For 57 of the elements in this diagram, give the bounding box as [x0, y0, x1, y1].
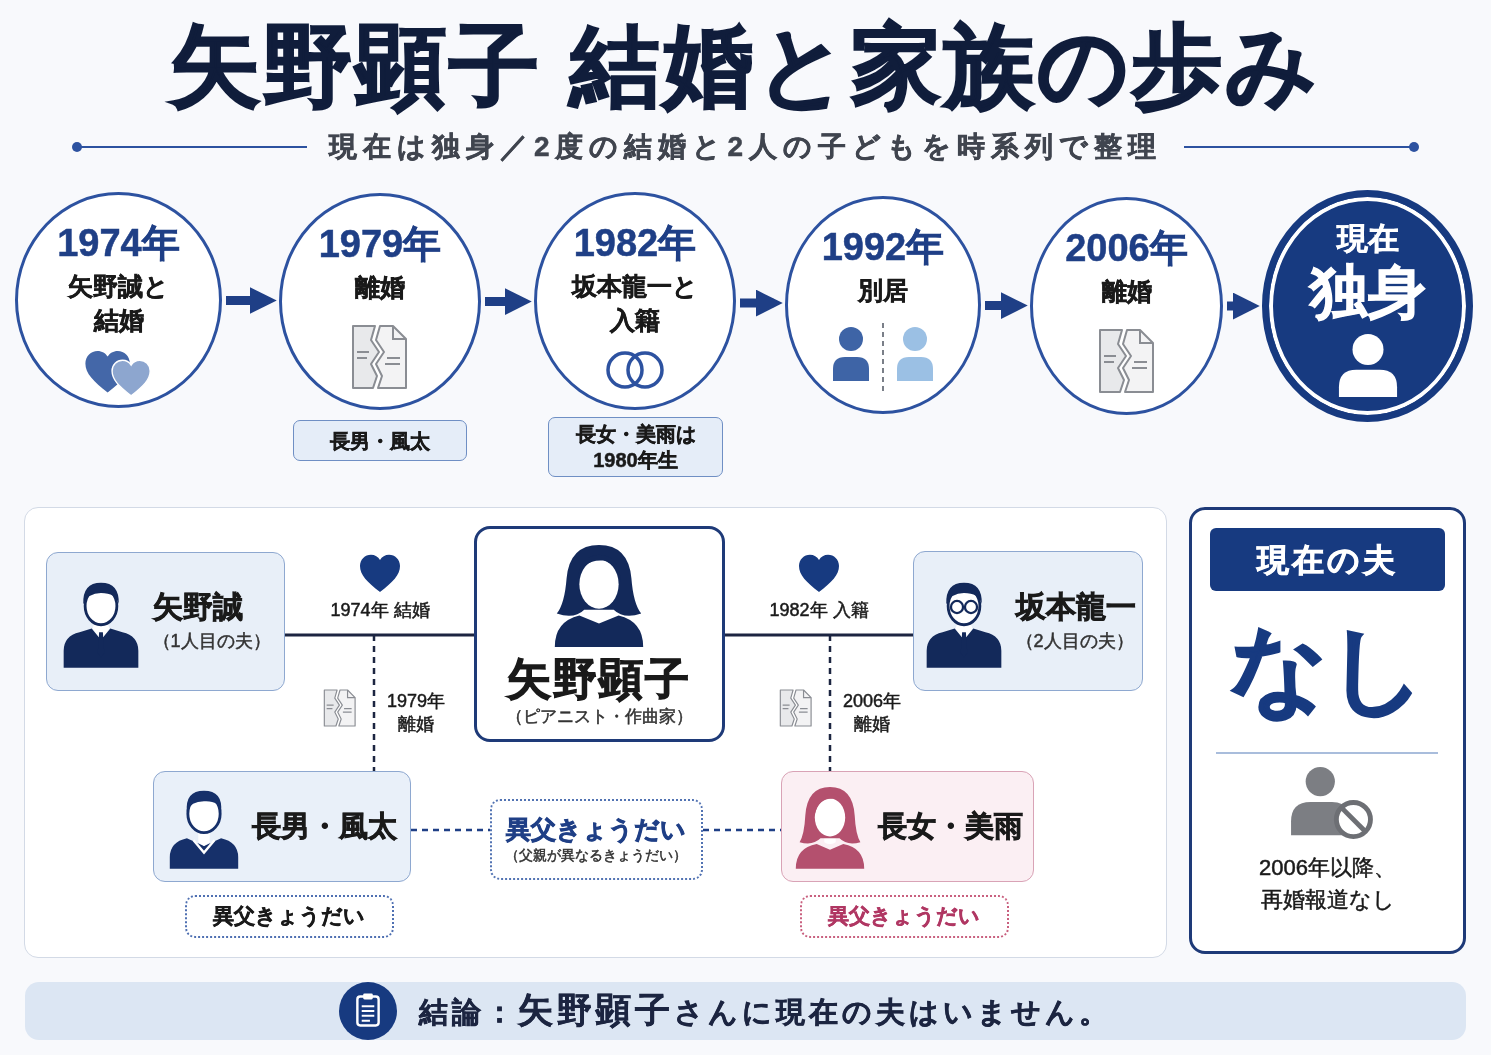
- name-label: 坂本龍一: [1015, 588, 1136, 625]
- child-card: [780, 770, 1034, 882]
- name-label: 長女・美雨: [877, 809, 1023, 844]
- relation-label: 異父きょうだい: [506, 814, 686, 845]
- tag-box: [293, 420, 467, 461]
- arrow: [226, 287, 277, 314]
- heading: 現在の夫: [1257, 540, 1398, 580]
- year-label: 2006年: [1065, 226, 1188, 270]
- role-label: （1人目の夫）: [152, 630, 271, 653]
- conclusion-text: 結論：矢野顕子さんに現在の夫はいません。: [419, 990, 1112, 1031]
- status-text: なし: [1229, 614, 1426, 724]
- relation-note: （父親が異なるきょうだい）: [505, 846, 687, 865]
- arrow: [1227, 292, 1260, 320]
- family-tree-panel: [24, 507, 1167, 958]
- dotted-tag: [184, 894, 394, 938]
- dotted-tag: [799, 894, 1009, 938]
- arrow: [485, 288, 532, 315]
- event-label: 離婚: [355, 272, 405, 303]
- tag-text: 異父きょうだい: [213, 903, 365, 930]
- child-card: [152, 770, 411, 882]
- role-label: （2人目の夫）: [1015, 629, 1134, 653]
- status-panel: [1189, 507, 1466, 954]
- arrow: [985, 292, 1028, 319]
- relation-box: [489, 798, 703, 880]
- tag-box: [548, 417, 723, 477]
- event-label: 坂本龍一と入籍: [570, 271, 699, 336]
- person-card: [45, 551, 285, 691]
- connector-line: [725, 633, 913, 637]
- event-label: 離婚: [1101, 276, 1152, 307]
- dashed-line: [828, 635, 832, 771]
- year-label: 1982年: [573, 221, 697, 265]
- main-person-card: [473, 525, 725, 742]
- name-label: 矢野誠: [152, 589, 243, 625]
- event-label: 矢野誠と結婚: [67, 271, 170, 336]
- year-label: 1974年: [57, 221, 180, 265]
- heading: 現在: [1336, 220, 1399, 258]
- connector-line: [285, 633, 474, 637]
- tag-text: 異父きょうだい: [828, 903, 980, 930]
- person-card: [912, 550, 1143, 691]
- arrow: [740, 289, 783, 317]
- note-text: 2006年以降、再婚報道なし: [1258, 854, 1397, 914]
- year-label: 1979年: [318, 222, 442, 266]
- tag-text: 長男・風太: [330, 428, 430, 454]
- subtitle: 現在は独身／2度の結婚と2人の子どもを時系列で整理: [328, 130, 1163, 164]
- role-label: （ピアニスト・作曲家）: [505, 705, 693, 728]
- name-label: 矢野顕子: [507, 652, 691, 705]
- status-text: 独身: [1309, 259, 1426, 325]
- event-label: 別居: [858, 275, 908, 306]
- tag-text: 長女・美雨は1980年生: [574, 422, 697, 473]
- title: 矢野顕子 結婚と家族の歩み: [170, 15, 1321, 118]
- dashed-line: [372, 635, 376, 771]
- year-label: 1992年: [821, 225, 945, 269]
- dashed-line: [703, 828, 781, 832]
- name-label: 長男・風太: [251, 809, 397, 844]
- dashed-line: [411, 828, 490, 832]
- conclusion-banner: [25, 982, 1466, 1040]
- header-bar: [1210, 528, 1445, 591]
